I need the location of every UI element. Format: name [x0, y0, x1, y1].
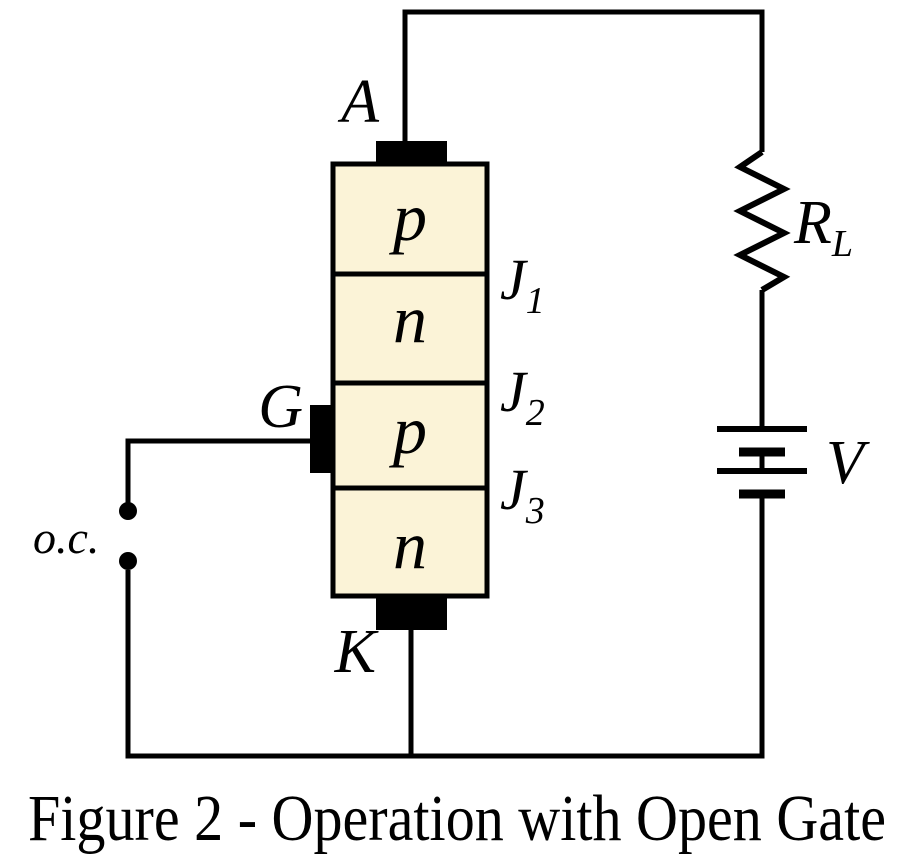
region-label-n2: n [393, 507, 427, 583]
anode-label: A [337, 68, 380, 136]
load-resistor-label: RL [793, 189, 853, 265]
pnpn-stack [330, 161, 490, 599]
region-label-n1: n [393, 281, 427, 357]
battery-symbol [717, 426, 807, 499]
junction-label-j1: J1 [500, 247, 545, 322]
open-circuit-terminal-top [119, 502, 137, 520]
bottom-return-wire [125, 494, 765, 759]
junction-label-j3: J3 [500, 457, 545, 532]
cathode-electrode [376, 597, 447, 630]
battery-label: V [826, 429, 870, 497]
gate-wire [125, 438, 314, 503]
anode-top-wire [402, 9, 765, 152]
open-circuit-label: o.c. [33, 512, 99, 563]
load-resistor-symbol [733, 149, 791, 293]
region-label-p1: p [389, 179, 427, 255]
region-label-p2: p [389, 392, 427, 468]
gate-electrode [310, 405, 335, 473]
gate-label: G [258, 373, 303, 441]
figure-caption: Figure 2 - Operation with Open Gate [28, 782, 886, 855]
anode-electrode [376, 141, 447, 165]
junction-label-j2: J2 [500, 359, 545, 434]
cathode-label: K [334, 618, 380, 686]
open-circuit-terminal-bottom [119, 552, 137, 570]
